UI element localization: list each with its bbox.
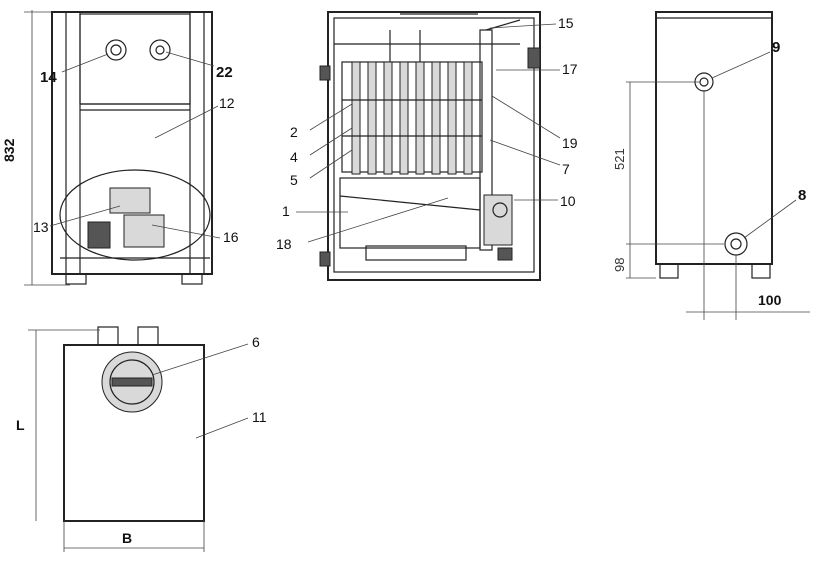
section-casing bbox=[327, 11, 541, 281]
heat-exchanger bbox=[341, 61, 483, 175]
burner-unit-16 bbox=[123, 214, 165, 248]
combustion-chamber bbox=[339, 177, 481, 249]
burner-unit-13 bbox=[109, 187, 151, 214]
top-view: L B 6 11 bbox=[16, 326, 267, 552]
label-10: 10 bbox=[560, 193, 576, 209]
connection-22 bbox=[149, 39, 171, 61]
label-2: 2 bbox=[290, 124, 298, 140]
label-11: 11 bbox=[252, 409, 267, 425]
top-casing bbox=[63, 344, 205, 522]
label-12: 12 bbox=[219, 95, 235, 111]
front-top-panel bbox=[79, 13, 191, 105]
label-14: 14 bbox=[40, 69, 57, 86]
section-view: 2 4 5 1 18 15 17 19 7 10 bbox=[276, 11, 578, 281]
dim-B-label: B bbox=[122, 530, 132, 546]
label-17: 17 bbox=[562, 61, 578, 77]
dim-832-label: 832 bbox=[1, 138, 17, 162]
label-16: 16 bbox=[223, 229, 239, 245]
dim-98-label: 98 bbox=[612, 258, 627, 272]
side-view: 521 98 100 9 8 bbox=[612, 11, 810, 320]
label-9: 9 bbox=[772, 39, 780, 56]
label-22: 22 bbox=[216, 64, 233, 81]
front-view: 832 14 22 12 13 16 bbox=[1, 10, 239, 286]
label-5: 5 bbox=[290, 172, 298, 188]
label-13: 13 bbox=[33, 219, 49, 235]
label-8: 8 bbox=[798, 187, 806, 204]
flue-pipe-14 bbox=[105, 39, 127, 61]
side-casing bbox=[655, 11, 773, 265]
connection-8 bbox=[724, 232, 748, 256]
label-6: 6 bbox=[252, 334, 260, 350]
dim-L-label: L bbox=[16, 417, 25, 433]
dim-100-label: 100 bbox=[758, 292, 782, 308]
label-1: 1 bbox=[282, 203, 290, 219]
dim-521-label: 521 bbox=[612, 148, 627, 170]
label-19: 19 bbox=[562, 135, 578, 151]
label-15: 15 bbox=[558, 15, 574, 31]
label-7: 7 bbox=[562, 161, 570, 177]
label-18: 18 bbox=[276, 236, 292, 252]
front-casing bbox=[51, 11, 213, 275]
label-4: 4 bbox=[290, 149, 298, 165]
